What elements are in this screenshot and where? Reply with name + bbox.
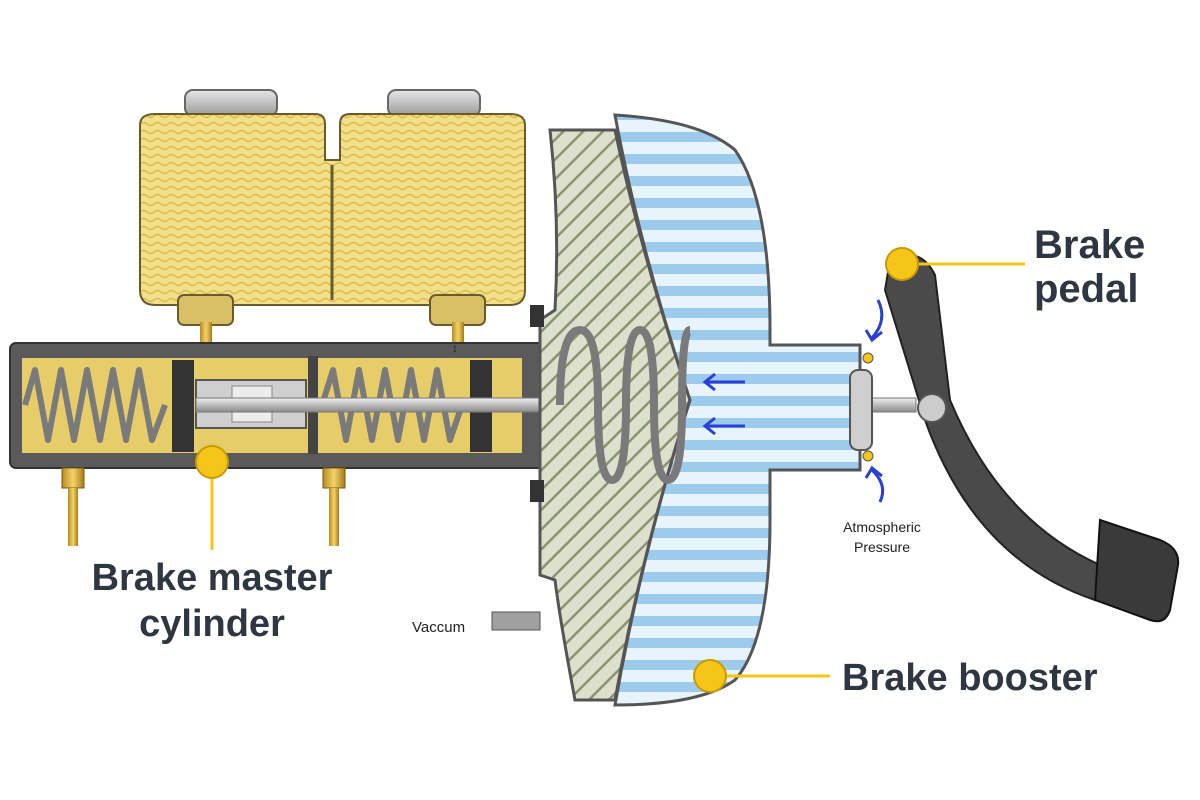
atmospheric-label-line2: Pressure — [854, 539, 910, 555]
airflow-arrow-icon — [864, 299, 884, 343]
brake-pedal-label-line2: pedal — [1034, 267, 1138, 311]
yellow-dot-icon — [195, 445, 229, 479]
airflow-arrow-icon — [702, 372, 745, 392]
atmospheric-label-line1: Atmospheric — [843, 519, 921, 535]
brake-pedal-assembly — [883, 254, 1180, 623]
valve-seal-bottom — [862, 450, 874, 462]
callout-brake-booster: Brake booster — [693, 657, 1098, 699]
svg-text:↕: ↕ — [452, 341, 458, 355]
reservoir-cap-left — [184, 89, 278, 117]
vacuum-label: Vaccum — [412, 619, 465, 636]
valve-seal-top — [862, 352, 874, 364]
reservoir-cap-right — [387, 89, 481, 117]
booster-diaphragm-spring — [556, 325, 692, 485]
brake-booster-label: Brake booster — [842, 657, 1098, 699]
return-spring-left — [22, 367, 168, 443]
callout-master-cylinder: Brake master cylinder — [92, 445, 333, 645]
master-cylinder-label-line1: Brake master — [92, 557, 333, 599]
pedal-pivot — [917, 393, 947, 423]
vacuum-port — [491, 611, 541, 631]
primary-piston — [172, 360, 194, 452]
master-cylinder-label-line2: cylinder — [139, 603, 285, 645]
brake-pedal-arm — [883, 254, 1102, 602]
brake-booster-assembly — [491, 113, 885, 707]
yellow-dot-icon — [885, 247, 919, 281]
yellow-dot-icon — [693, 659, 727, 693]
airflow-arrow-icon — [864, 465, 885, 503]
brake-pedal-label-line1: Brake — [1034, 223, 1145, 267]
fluid-reservoir — [139, 89, 526, 348]
airflow-arrow-icon — [702, 416, 745, 436]
callout-brake-pedal: Brake pedal — [885, 223, 1145, 311]
brake-pedal-pad — [1093, 518, 1180, 623]
